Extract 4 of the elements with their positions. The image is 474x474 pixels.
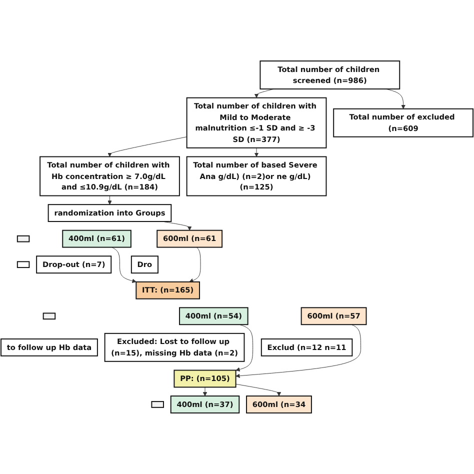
node-box: [16, 235, 30, 242]
node-box: [16, 261, 30, 268]
node-box: [42, 312, 56, 320]
node-box: [151, 401, 164, 408]
